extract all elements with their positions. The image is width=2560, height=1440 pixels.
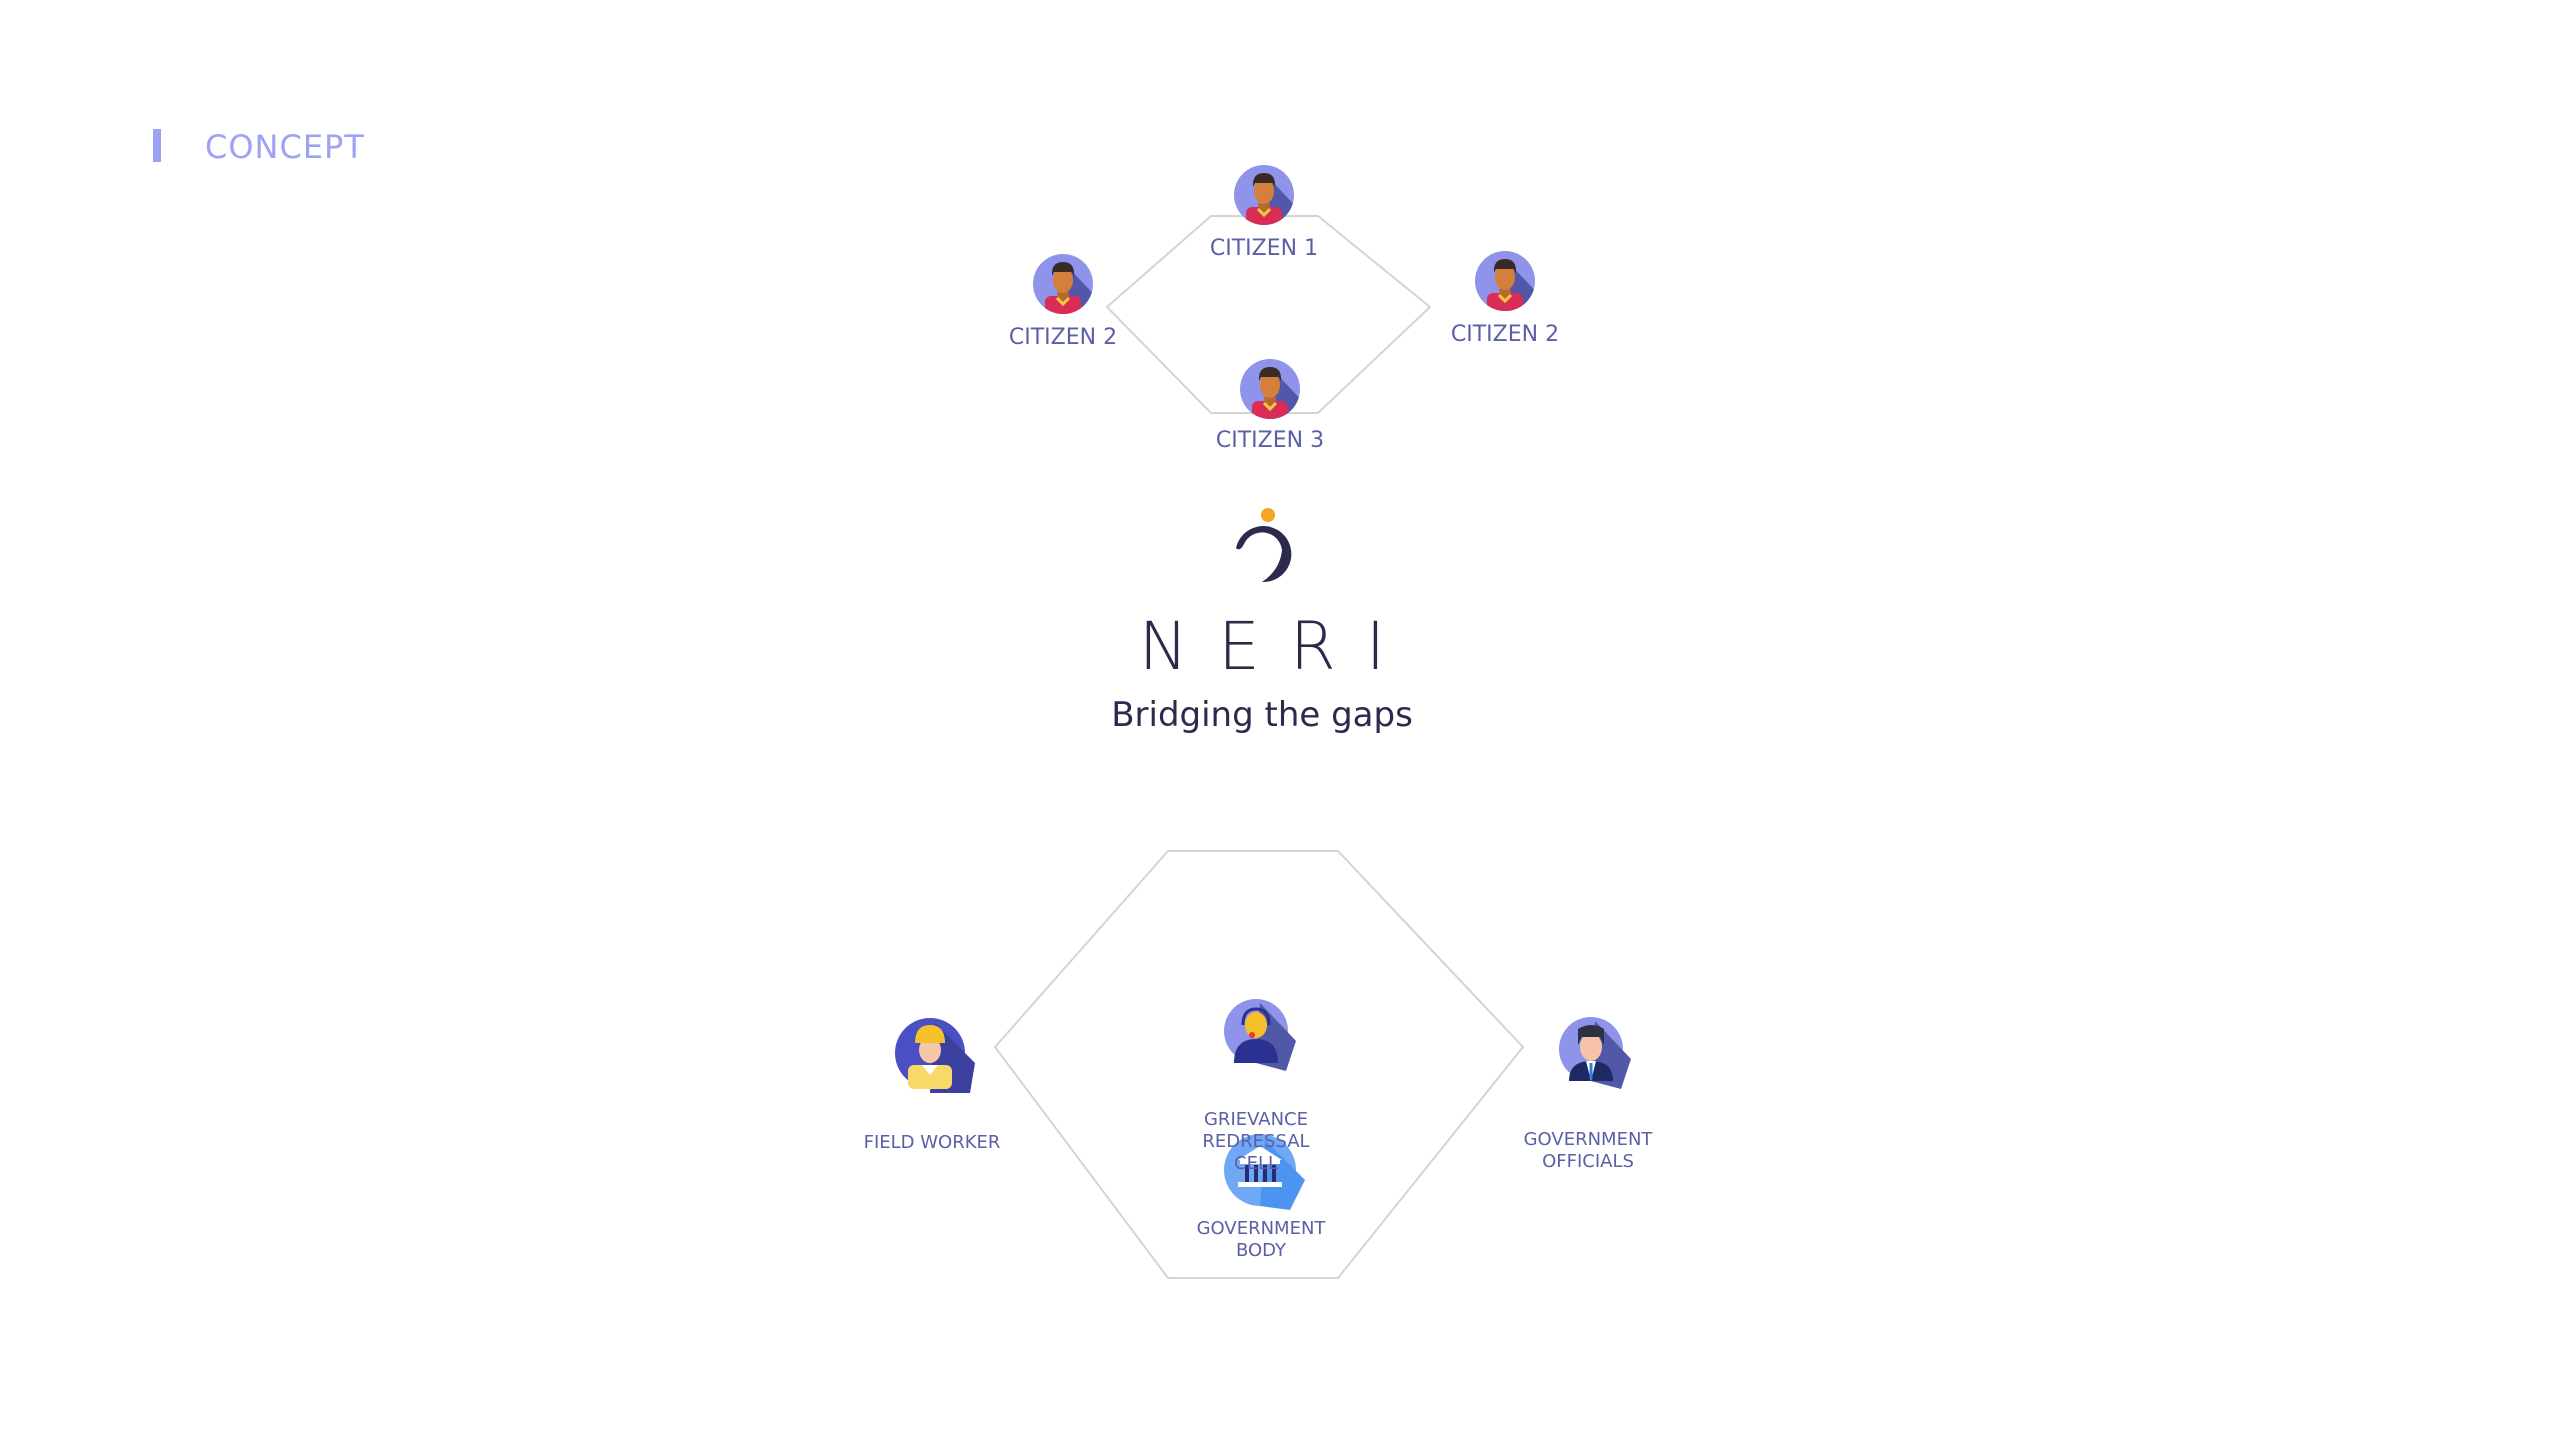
citizen-label: CITIZEN 2 <box>1008 325 1118 350</box>
label-line: GOVERNMENT <box>1196 1218 1326 1239</box>
citizen-avatar-icon <box>1475 251 1545 321</box>
grievance-cell-label: GRIEVANCE REDRESSAL CELL <box>1202 1109 1309 1175</box>
label-line: GOVERNMENT <box>1523 1129 1653 1150</box>
field-worker-icon <box>895 1018 975 1093</box>
citizen-label: CITIZEN 1 <box>1209 236 1319 261</box>
stakeholder-connector <box>994 850 1524 1279</box>
citizen-avatar-icon <box>1240 359 1310 429</box>
label-line: GRIEVANCE <box>1203 1109 1309 1130</box>
label-line: OFFICIALS <box>1542 1151 1634 1172</box>
section-title: CONCEPT <box>205 128 365 166</box>
label-line: BODY <box>1235 1240 1287 1261</box>
brand-name: NERI <box>1138 608 1416 685</box>
government-body-label: GOVERNMENT BODY <box>1197 1218 1326 1262</box>
government-official-icon <box>1559 1017 1631 1089</box>
citizen-avatar-icon <box>1033 254 1103 324</box>
citizen-connector <box>1106 215 1431 414</box>
section-accent-bar <box>153 129 161 162</box>
citizen-label: CITIZEN 3 <box>1215 428 1325 453</box>
citizen-label: CITIZEN 2 <box>1450 322 1560 347</box>
citizen-avatar-icon <box>1234 165 1304 235</box>
call-center-agent-icon <box>1224 999 1296 1071</box>
neri-logo-icon <box>1236 508 1292 583</box>
field-worker-label: FIELD WORKER <box>863 1132 1001 1153</box>
government-officials-label: GOVERNMENT OFFICIALS <box>1524 1129 1653 1173</box>
label-line: REDRESSAL <box>1202 1131 1310 1152</box>
label-line: CELL <box>1234 1153 1278 1174</box>
brand-tagline: Bridging the gaps <box>1111 695 1413 735</box>
government-building-icon <box>1224 1134 1305 1210</box>
